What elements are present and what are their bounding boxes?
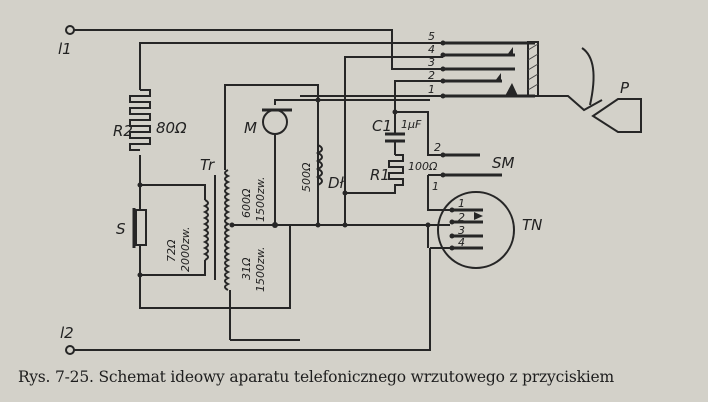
label-s: S — [116, 220, 126, 238]
label-r1: R1 — [370, 166, 390, 184]
junction-dots — [137, 97, 431, 278]
handset-p — [591, 98, 642, 133]
label-s-turns: 2000zw. — [179, 226, 192, 272]
label-tr-upper-turns: 1500zw. — [254, 176, 267, 222]
tn-contacts — [449, 207, 483, 251]
hook-arc — [581, 47, 595, 106]
winding-primary — [224, 169, 231, 291]
microphone-m — [262, 109, 288, 135]
label-m: M — [244, 119, 257, 137]
p-contact-4: 4 — [428, 43, 435, 56]
label-dl: Dł — [328, 174, 345, 192]
label-sm-contact-1: 1 — [432, 180, 439, 193]
label-s-value: 72Ω — [165, 239, 178, 262]
tn-contact-2: 2 — [458, 211, 465, 224]
label-c1-value: 1μF — [401, 118, 422, 131]
wiring — [74, 29, 450, 351]
label-tr-lower-value: 31Ω — [240, 257, 253, 280]
figure-caption: Rys. 7-25. Schemat ideowy aparatu telefo… — [18, 368, 615, 386]
tn-contact-4: 4 — [458, 236, 465, 249]
label-p: P — [620, 79, 630, 97]
label-tn: TN — [522, 216, 542, 234]
terminal-l2 — [65, 345, 75, 355]
terminal-l1 — [65, 25, 75, 35]
label-tr-upper-value: 600Ω — [240, 188, 253, 218]
label-sm-contact-2: 2 — [434, 141, 441, 154]
winding-secondary — [202, 199, 209, 261]
label-r2: R2 — [113, 122, 133, 140]
p-contact-5: 5 — [428, 30, 435, 43]
resistor-r1 — [388, 154, 404, 190]
hook-switch — [440, 40, 539, 99]
choke-dl — [315, 144, 323, 186]
label-c1: C1 — [372, 117, 392, 135]
switch-sm — [440, 152, 502, 178]
label-r2-value: 80Ω — [156, 119, 187, 137]
label-l2: l2 — [60, 324, 74, 342]
label-tr: Tr — [200, 156, 215, 174]
resistor-r2 — [129, 89, 151, 151]
hook-lever — [538, 95, 603, 112]
label-r1-value: 100Ω — [408, 160, 438, 173]
label-l1: l1 — [58, 40, 72, 58]
earpiece-s — [135, 209, 147, 246]
tn-contact-1: 1 — [458, 197, 465, 210]
tn-contact-3: 3 — [458, 224, 465, 237]
switch-tn — [437, 191, 515, 269]
label-tr-lower-turns: 1500zw. — [254, 246, 267, 292]
p-contact-3: 3 — [428, 56, 435, 69]
p-contact-1: 1 — [428, 83, 435, 96]
label-sm: SM — [492, 154, 515, 172]
p-contact-2: 2 — [428, 69, 435, 82]
label-dl-value: 500Ω — [300, 162, 313, 192]
